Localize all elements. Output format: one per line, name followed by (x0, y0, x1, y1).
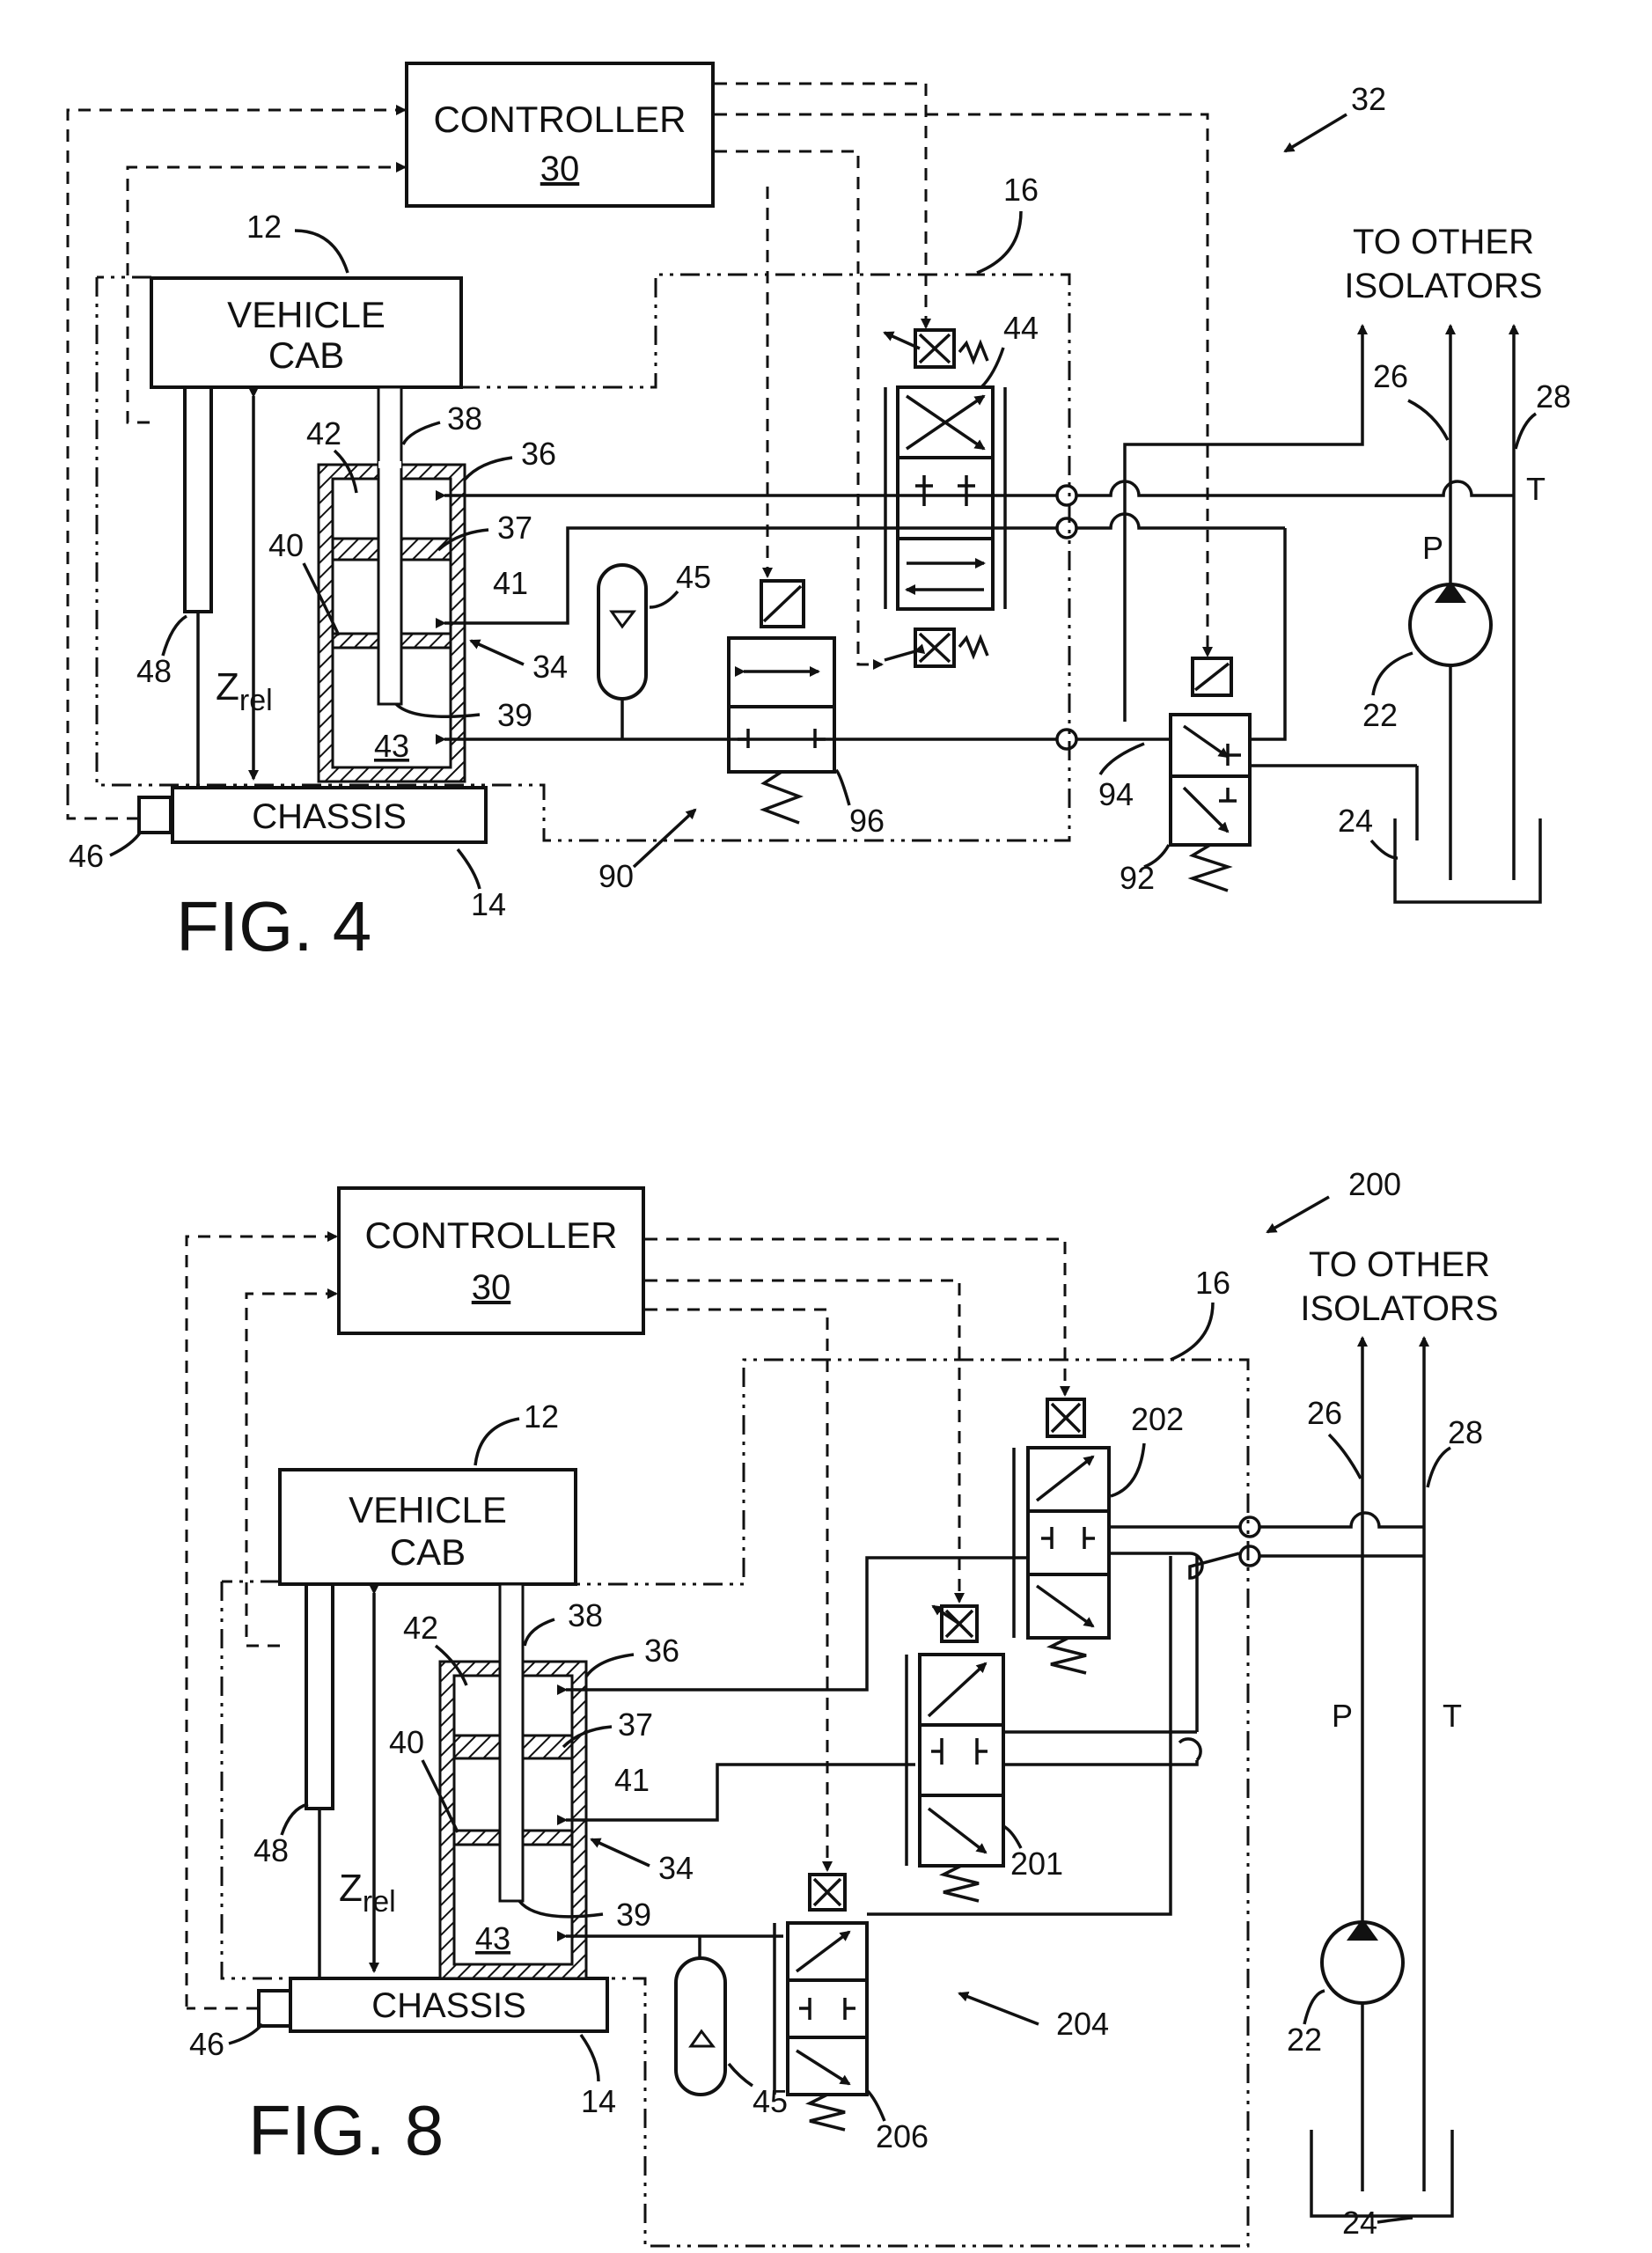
valve-92 (1169, 657, 1252, 892)
chassis-box: CHASSIS 14 (289, 1977, 616, 2119)
tank-24 (1393, 818, 1542, 904)
ref-37: 37 (618, 1706, 653, 1743)
ref-28: 28 (1536, 378, 1571, 415)
ref-43: 43 (475, 1920, 510, 1956)
figure-8: CONTROLLER 30 VEHICLE CAB 12 CHASSIS 14 … (185, 1166, 1499, 2248)
cylinder-34: 43 (438, 1582, 588, 1980)
port-t: T (1443, 1698, 1462, 1734)
ref-22: 22 (1362, 697, 1398, 733)
outlet-line2: ISOLATORS (1344, 267, 1542, 305)
ref-12: 12 (246, 209, 282, 245)
rod-38 (377, 385, 403, 706)
rod-38 (498, 1582, 525, 1903)
ref-22: 22 (1287, 2022, 1322, 2058)
outlet-line1: TO OTHER (1353, 223, 1534, 261)
valve-44 (883, 328, 1007, 668)
ref-12: 12 (524, 1398, 559, 1435)
sensor-46 (257, 1989, 292, 2028)
figure-4-caption: FIG. 4 (176, 887, 371, 965)
controller-title: CONTROLLER (433, 99, 686, 140)
ref-38: 38 (447, 400, 482, 437)
valve-206 (773, 1873, 869, 2132)
ref-42: 42 (306, 415, 341, 451)
figure-8-caption: FIG. 8 (248, 2091, 444, 2169)
port-p: P (1332, 1698, 1353, 1734)
port-t: T (1526, 471, 1546, 507)
ref-24: 24 (1342, 2205, 1377, 2241)
cab-line2: CAB (268, 334, 344, 376)
ref-26: 26 (1373, 358, 1408, 394)
ref-16: 16 (1003, 172, 1039, 208)
accumulator-45 (597, 563, 648, 701)
ref-48: 48 (253, 1832, 289, 1868)
ref-41: 41 (493, 565, 528, 601)
ref-14: 14 (471, 886, 506, 922)
ref-38: 38 (568, 1597, 603, 1633)
zrel-label: Zrel (339, 1867, 396, 1919)
ref-40: 40 (389, 1724, 424, 1760)
chassis-box: CHASSIS 14 (171, 786, 506, 922)
chassis-label: CHASSIS (371, 1986, 526, 2025)
ref-40: 40 (268, 527, 304, 563)
ref-34: 34 (532, 649, 568, 685)
ref-45: 45 (753, 2083, 788, 2119)
ref-14: 14 (581, 2083, 616, 2119)
ref-42: 42 (403, 1610, 438, 1646)
outlet-line2: ISOLATORS (1300, 1289, 1498, 1328)
controller-box: CONTROLLER 30 (337, 1186, 645, 1335)
tank-24 (1310, 2130, 1454, 2218)
port-p: P (1422, 530, 1443, 566)
ref-36: 36 (644, 1633, 679, 1669)
cab-line2: CAB (390, 1531, 466, 1573)
zrel-label: Zrel (216, 665, 273, 717)
ref-46: 46 (189, 2026, 224, 2062)
ref-90: 90 (598, 858, 634, 894)
ref-39: 39 (497, 697, 532, 733)
ref-34: 34 (658, 1850, 694, 1886)
valve-96 (727, 579, 836, 825)
accumulator-45 (674, 1956, 727, 2096)
sensor-46 (137, 796, 173, 834)
ref-32: 32 (1351, 81, 1386, 117)
ref-37: 37 (497, 510, 532, 546)
controller-ref: 30 (472, 1268, 511, 1307)
controller-box: CONTROLLER 30 (405, 62, 715, 208)
figure-4: CONTROLLER 30 VEHICLE CAB 12 CHASSIS 14 … (66, 62, 1571, 965)
ref-200: 200 (1348, 1166, 1401, 1202)
ref-24: 24 (1338, 803, 1373, 839)
ref-28: 28 (1448, 1414, 1483, 1450)
sensor-48 (183, 385, 213, 613)
vehicle-cab-box: VEHICLE CAB 12 (150, 209, 463, 389)
vehicle-cab-box: VEHICLE CAB 12 (278, 1398, 577, 1586)
ref-46: 46 (69, 838, 104, 874)
ref-201: 201 (1010, 1846, 1063, 1882)
ref-41: 41 (614, 1762, 650, 1798)
sensor-48 (305, 1582, 334, 1810)
cab-line1: VEHICLE (349, 1489, 507, 1530)
chassis-label: CHASSIS (252, 797, 407, 836)
ref-44: 44 (1003, 310, 1039, 346)
controller-ref: 30 (540, 150, 580, 188)
ref-26: 26 (1307, 1395, 1342, 1431)
cylinder-34: 43 (317, 385, 466, 783)
outlet-line1: TO OTHER (1309, 1245, 1490, 1284)
cab-line1: VEHICLE (227, 294, 385, 335)
ref-96: 96 (849, 803, 885, 839)
ref-204: 204 (1056, 2006, 1109, 2042)
ref-45: 45 (676, 559, 711, 595)
ref-94: 94 (1098, 776, 1134, 812)
valve-201 (905, 1604, 1005, 1903)
ref-16: 16 (1195, 1265, 1230, 1301)
ref-43: 43 (374, 728, 409, 764)
controller-title: CONTROLLER (364, 1215, 617, 1256)
ref-48: 48 (136, 653, 172, 689)
ref-39: 39 (616, 1897, 651, 1933)
valve-202 (1012, 1398, 1111, 1675)
ref-206: 206 (876, 2118, 929, 2154)
ref-36: 36 (521, 436, 556, 472)
ref-202: 202 (1131, 1401, 1184, 1437)
